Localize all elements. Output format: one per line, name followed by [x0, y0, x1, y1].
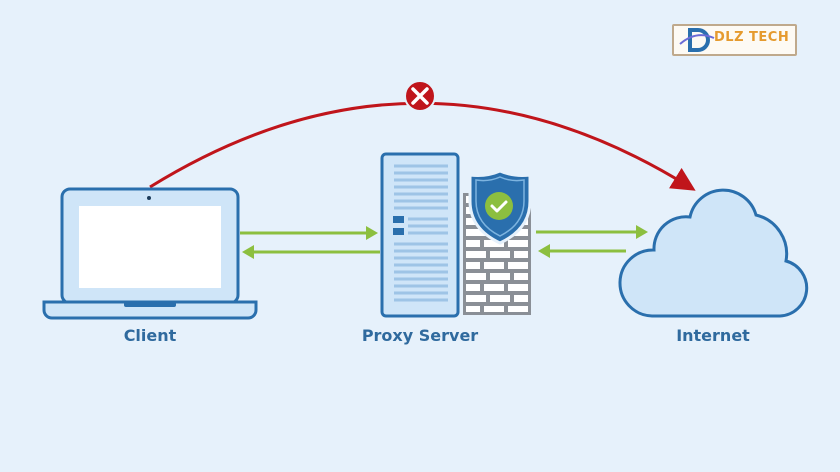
internet-to-proxy-arrow — [538, 244, 626, 258]
internet-label: Internet — [676, 326, 750, 345]
client-label: Client — [123, 326, 177, 345]
proxy-to-internet-arrow — [536, 225, 648, 239]
check-shield-icon — [468, 169, 532, 245]
proxy-server-label: Proxy Server — [361, 326, 479, 345]
logo-brand-text: DLZ TECH — [714, 30, 790, 45]
logo-d-icon — [679, 28, 715, 52]
proxy-to-client-arrow — [242, 245, 380, 259]
dlz-tech-logo: DLZ TECH — [672, 24, 797, 56]
x-circle-icon — [404, 80, 436, 112]
server-tower-icon — [380, 152, 460, 318]
client-to-proxy-arrow — [240, 226, 378, 240]
cloud-icon — [618, 188, 809, 318]
laptop-icon — [42, 187, 258, 320]
